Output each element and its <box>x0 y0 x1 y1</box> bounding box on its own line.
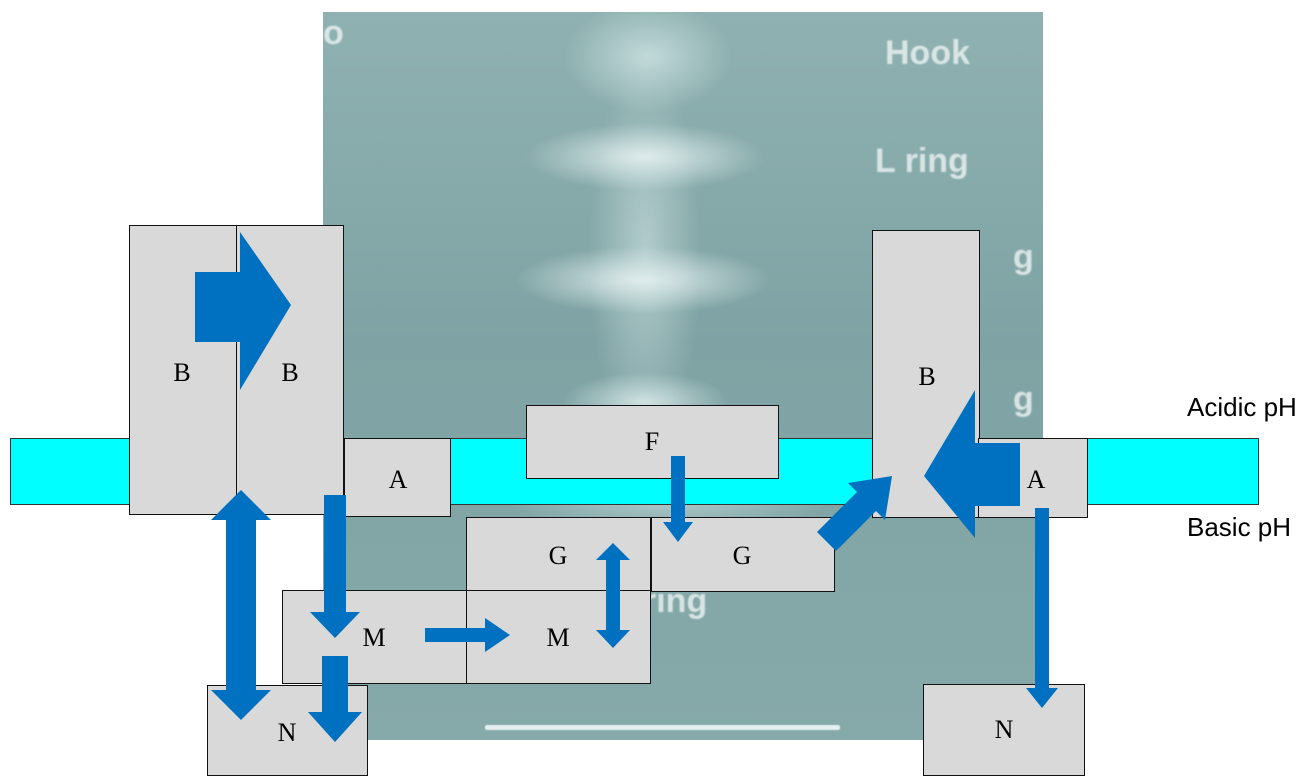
arrow-down-to-m <box>310 495 360 638</box>
transfer-left-arrow <box>924 390 1020 538</box>
label-a-left: A <box>389 465 408 495</box>
transfer-right-arrow <box>195 232 291 390</box>
label-g-left: G <box>549 541 568 571</box>
label-n-left: N <box>278 718 297 748</box>
arrow-g-to-b <box>817 476 892 551</box>
label-b-left-2: B <box>281 358 298 388</box>
double-arrow-g-m <box>596 543 630 648</box>
arrow-m-to-m <box>425 618 510 652</box>
label-g-right: G <box>733 541 752 571</box>
arrow-f-to-g <box>663 456 693 542</box>
label-f: F <box>645 427 659 457</box>
arrow-down-to-n <box>308 656 362 742</box>
arrow-a-to-n <box>1026 508 1058 708</box>
double-arrow-b-n <box>211 490 271 720</box>
label-n-right: N <box>995 715 1014 745</box>
label-b-left-1: B <box>173 358 190 388</box>
label-m-right: M <box>546 623 569 653</box>
label-b-right: B <box>918 362 935 392</box>
label-a-right: A <box>1027 465 1046 495</box>
label-m-left: M <box>362 623 385 653</box>
